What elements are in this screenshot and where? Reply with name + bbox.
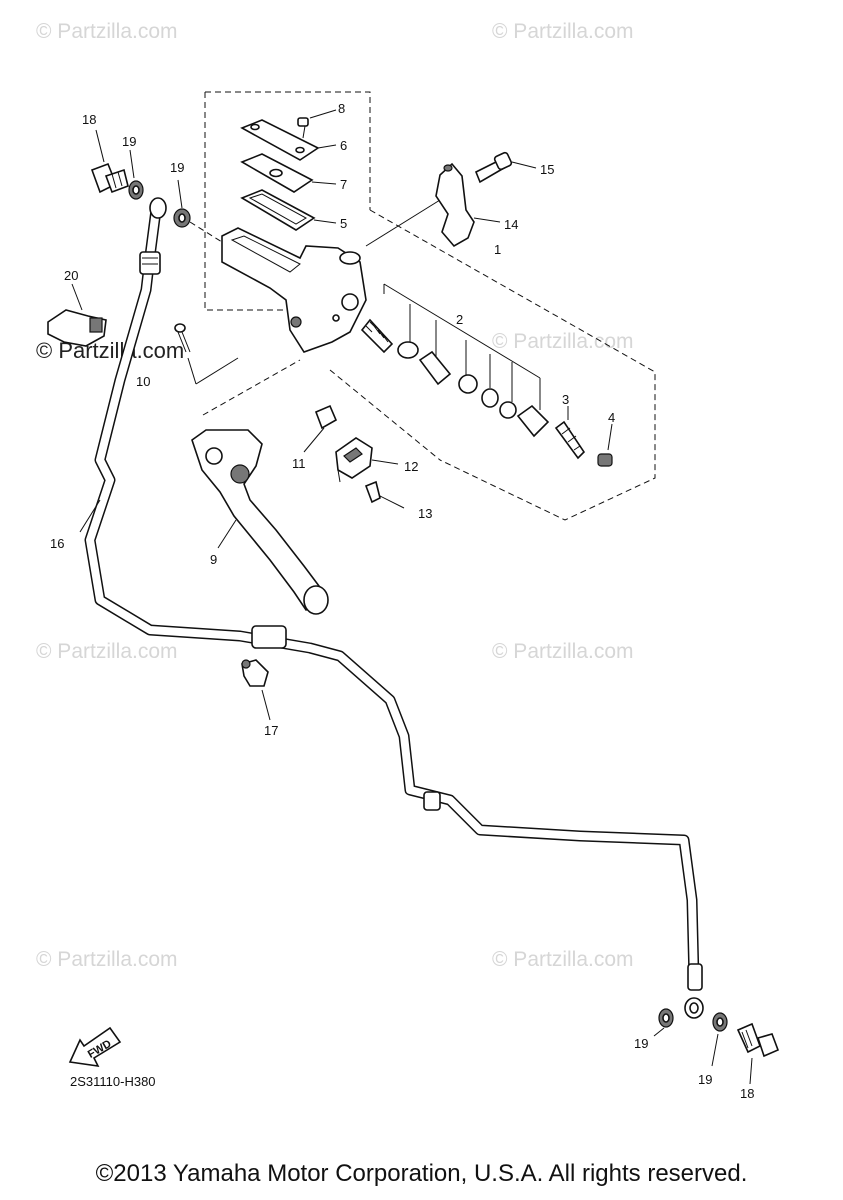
callout-17: 17 — [264, 723, 278, 738]
callout-18-top: 18 — [82, 112, 96, 127]
washer-19-bottom-a — [653, 1008, 674, 1037]
callout-18-bottom: 18 — [740, 1086, 754, 1101]
callout-4: 4 — [608, 410, 615, 425]
screw-10 — [174, 323, 239, 385]
watermark: © Partzilla.com — [492, 948, 634, 971]
union-bolt-18-bottom — [736, 1022, 780, 1085]
reservoir-cap-6 — [240, 119, 337, 161]
brake-lever-9 — [191, 429, 329, 615]
screw-13 — [364, 480, 405, 509]
callout-3: 3 — [562, 392, 569, 407]
clip-17 — [241, 659, 271, 721]
push-rod-3 — [554, 406, 586, 460]
diaphragm-5 — [240, 189, 337, 231]
bolt-15 — [474, 151, 537, 184]
brake-switch-12 — [335, 437, 399, 483]
brake-hose-16 — [79, 197, 704, 1019]
watermark-strong: © Partzilla.com — [36, 338, 185, 363]
callout-20: 20 — [64, 268, 78, 283]
callout-10: 10 — [136, 374, 150, 389]
master-cylinder-body — [221, 199, 441, 353]
washer-19-top-a — [128, 149, 144, 200]
boot-4 — [597, 423, 613, 467]
clamp-14 — [435, 162, 501, 248]
callout-19-top-a: 19 — [122, 134, 136, 149]
watermark: © Partzilla.com — [492, 330, 634, 353]
copyright-notice: ©2013 Yamaha Motor Corporation, U.S.A. A… — [95, 1160, 748, 1187]
callout-14: 14 — [504, 217, 518, 232]
nut-11 — [303, 404, 338, 453]
washer-19-bottom-b — [711, 1012, 728, 1067]
callout-9: 9 — [210, 552, 217, 567]
hose-holder-20 — [47, 283, 107, 347]
callout-7: 7 — [340, 177, 347, 192]
reservoir-assembly-box — [204, 91, 371, 311]
callout-13: 13 — [418, 506, 432, 521]
master-cylinder-assembly-box — [329, 209, 656, 521]
forward-arrow-icon: FWD — [68, 1026, 122, 1068]
callout-15: 15 — [540, 162, 554, 177]
callout-19-bottom-b: 19 — [698, 1072, 712, 1087]
callout-6: 6 — [340, 138, 347, 153]
lever-link-line — [202, 359, 301, 416]
callout-1: 1 — [494, 242, 501, 257]
reservoir-screw-8 — [297, 109, 337, 139]
callout-12: 12 — [404, 459, 418, 474]
callout-8: 8 — [338, 101, 345, 116]
callout-11: 11 — [292, 456, 306, 471]
callout-19-top-b: 19 — [170, 160, 184, 175]
watermark: © Partzilla.com — [36, 640, 178, 663]
piston-kit-2 — [360, 283, 550, 438]
callout-5: 5 — [340, 216, 347, 231]
callout-19-bottom-a: 19 — [634, 1036, 648, 1051]
callout-2: 2 — [456, 312, 463, 327]
watermark: © Partzilla.com — [492, 20, 634, 43]
watermark: © Partzilla.com — [492, 640, 634, 663]
watermark: © Partzilla.com — [36, 20, 178, 43]
diagram-code: 2S31110-H380 — [70, 1074, 156, 1089]
union-bolt-18-top — [90, 129, 129, 194]
watermark: © Partzilla.com — [36, 948, 178, 971]
diaphragm-holder-7 — [240, 153, 337, 193]
callout-16: 16 — [50, 536, 64, 551]
washer-19-top-b — [173, 179, 223, 243]
